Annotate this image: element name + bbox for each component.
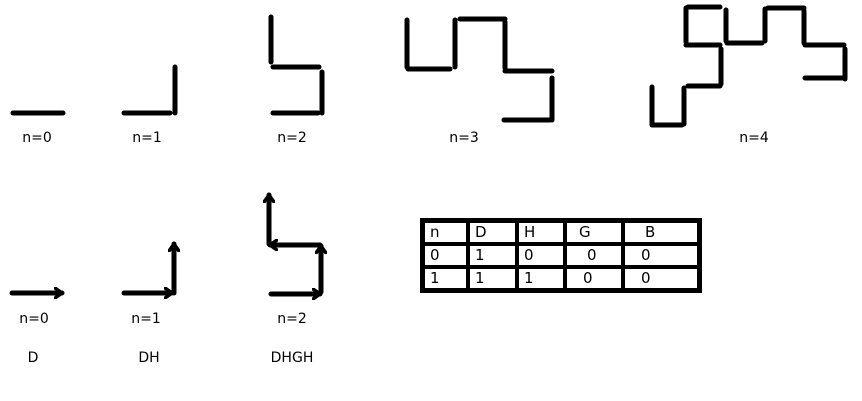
arrows-n2 bbox=[269, 192, 321, 294]
curve-n2 bbox=[268, 14, 325, 116]
table-cell: 0 bbox=[420, 242, 470, 269]
table-header-cell: G bbox=[563, 218, 625, 246]
table-cell: 1 bbox=[466, 242, 519, 269]
table-row: 1 1 1 0 0 bbox=[420, 265, 702, 293]
label-top-n1: n=1 bbox=[132, 130, 162, 146]
table-cell: 0 bbox=[621, 265, 702, 293]
label-arrow-n0: n=0 bbox=[19, 311, 49, 327]
table-header-cell: D bbox=[466, 218, 519, 246]
table-header-row: n D H G B bbox=[420, 218, 702, 246]
table-header-cell: H bbox=[515, 218, 567, 246]
label-top-n0: n=0 bbox=[22, 130, 52, 146]
label-top-n4: n=4 bbox=[739, 130, 769, 146]
table-row: 0 1 0 0 0 bbox=[420, 242, 702, 269]
table-cell: 0 bbox=[515, 242, 567, 269]
table-cell: 0 bbox=[621, 242, 702, 269]
table-cell: 1 bbox=[420, 265, 470, 293]
arrows-n1 bbox=[121, 241, 174, 293]
table-cell: 1 bbox=[466, 265, 519, 293]
table-cell: 1 bbox=[515, 265, 567, 293]
curve-n3 bbox=[404, 16, 555, 123]
label-top-n3: n=3 bbox=[449, 130, 479, 146]
curve-n1 bbox=[121, 64, 178, 116]
curve-n4 bbox=[649, 4, 848, 128]
counts-table: n D H G B 0 1 0 0 0 1 1 1 0 0 bbox=[420, 218, 702, 293]
table-header-cell: n bbox=[420, 218, 470, 246]
word-n2: DHGH bbox=[270, 350, 314, 366]
label-top-n2: n=2 bbox=[277, 130, 307, 146]
table-header-cell: B bbox=[621, 218, 702, 246]
table-cell: 0 bbox=[563, 242, 625, 269]
table-cell: 0 bbox=[563, 265, 625, 293]
label-arrow-n2: n=2 bbox=[277, 311, 307, 327]
word-n0: D bbox=[27, 350, 39, 366]
label-arrow-n1: n=1 bbox=[131, 311, 161, 327]
word-n1: DH bbox=[138, 350, 160, 366]
